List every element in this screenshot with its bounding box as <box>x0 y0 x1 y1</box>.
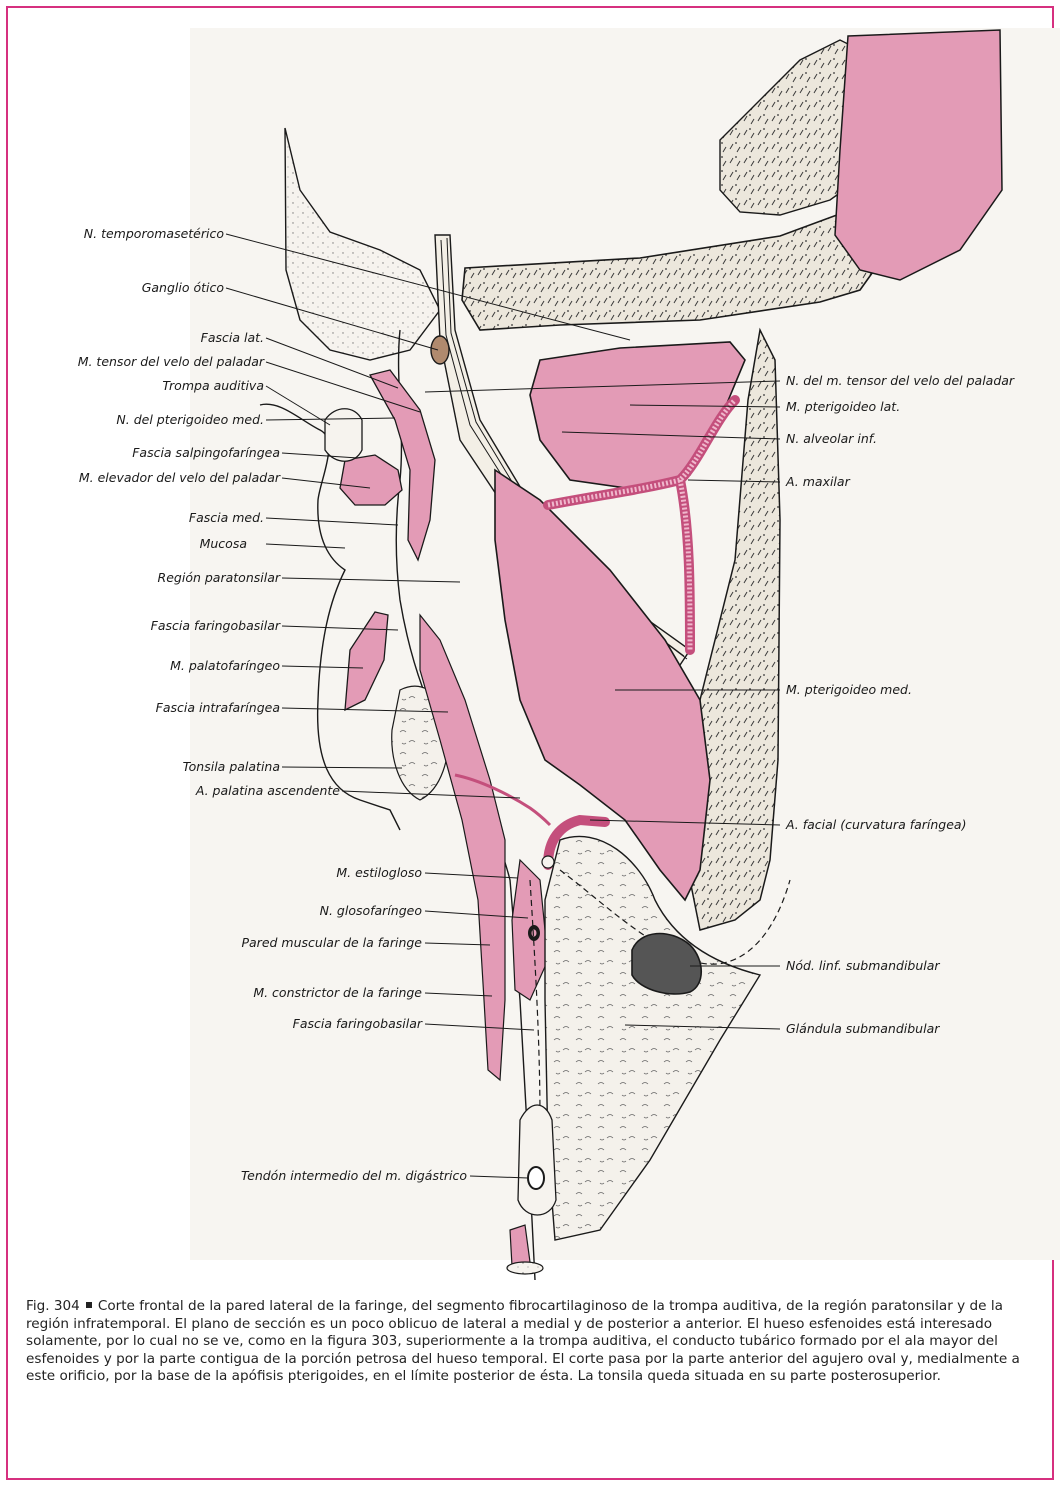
label-ganglio-otico: Ganglio ótico <box>142 280 224 296</box>
label-n-pterigoideo-med: N. del pterigoideo med. <box>116 412 264 428</box>
label-region-paratonsilar: Región paratonsilar <box>158 570 280 586</box>
label-m-tensor-velo: M. tensor del velo del paladar <box>78 354 264 370</box>
digastric-tendon <box>528 1167 544 1189</box>
label-n-temporomaseterico: N. temporomasetérico <box>84 226 224 242</box>
label-fascia-faringobasilar-2: Fascia faringobasilar <box>293 1016 422 1032</box>
caption-bullet <box>86 1302 92 1308</box>
label-m-pterigoideo-med: M. pterigoideo med. <box>786 682 912 698</box>
label-n-alveolar-inf: N. alveolar inf. <box>786 431 877 447</box>
label-m-palatofaringeo: M. palatofaríngeo <box>170 658 280 674</box>
label-a-maxilar: A. maxilar <box>786 474 850 490</box>
auditory-tube-outline <box>325 409 362 462</box>
hyoid-bone <box>507 1262 543 1274</box>
label-fascia-salpingofaringea: Fascia salpingofaríngea <box>132 445 280 461</box>
label-n-m-tensor-velo: N. del m. tensor del velo del paladar <box>786 373 1014 389</box>
label-a-palatina-ascendente: A. palatina ascendente <box>196 783 340 799</box>
label-nod-linf: Nód. linf. submandibular <box>786 958 940 974</box>
label-fascia-faringobasilar-1: Fascia faringobasilar <box>151 618 280 634</box>
facial-artery-lumen <box>542 856 554 868</box>
label-trompa-auditiva: Trompa auditiva <box>162 378 264 394</box>
label-a-facial: A. facial (curvatura faríngea) <box>786 817 966 833</box>
label-tonsila-palatina: Tonsila palatina <box>183 759 280 775</box>
label-mucosa: Mucosa <box>200 536 247 552</box>
label-m-constrictor: M. constrictor de la faringe <box>253 985 422 1001</box>
caption-text: Corte frontal de la pared lateral de la … <box>26 1298 1020 1384</box>
otic-ganglion <box>431 336 449 364</box>
anatomical-illustration <box>0 0 1062 1300</box>
label-fascia-med: Fascia med. <box>189 510 264 526</box>
digastric-tendon-sheath <box>518 1105 556 1215</box>
label-pared-muscular: Pared muscular de la faringe <box>241 935 422 951</box>
label-m-pterigoideo-lat: M. pterigoideo lat. <box>786 399 900 415</box>
figure-number: Fig. 304 <box>26 1298 80 1314</box>
label-m-elevador-velo: M. elevador del velo del paladar <box>79 470 280 486</box>
label-tendon-digastrico: Tendón intermedio del m. digástrico <box>241 1168 467 1184</box>
label-m-estilogloso: M. estilogloso <box>336 865 422 881</box>
label-fascia-lat: Fascia lat. <box>201 330 264 346</box>
label-fascia-intrafaringea: Fascia intrafaríngea <box>156 700 280 716</box>
label-glandula-submandibular: Glándula submandibular <box>786 1021 939 1037</box>
label-n-glosofaringeo: N. glosofaríngeo <box>320 903 422 919</box>
